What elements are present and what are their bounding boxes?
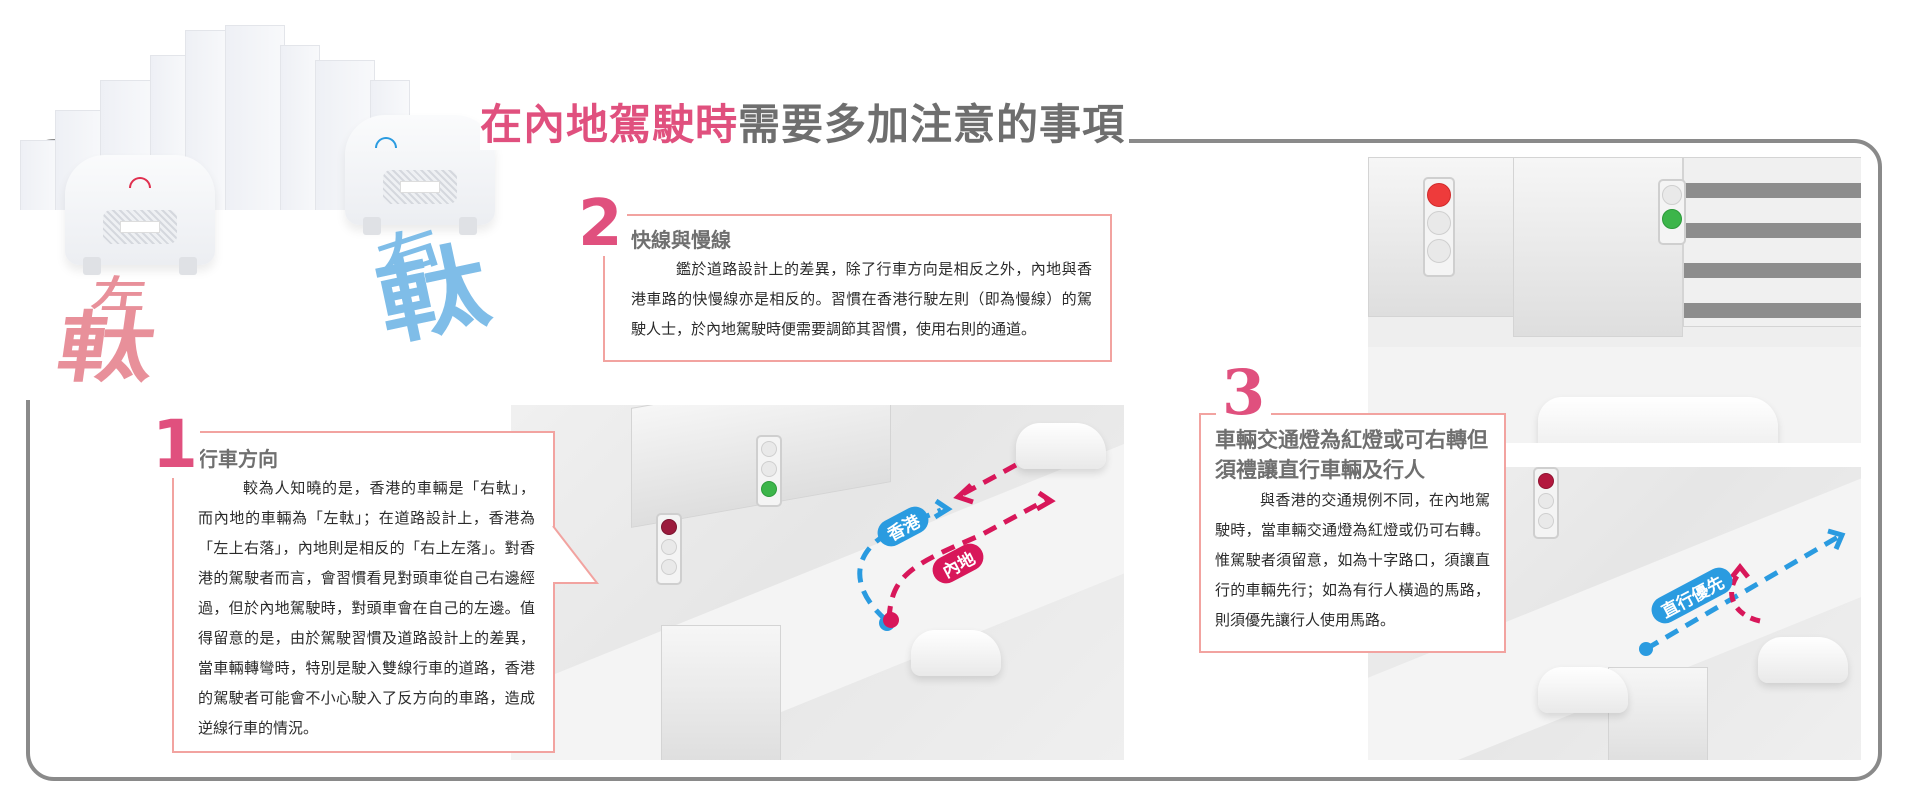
pedestrian-signal-green [1658, 179, 1686, 245]
turning-car [911, 630, 1001, 676]
section-1-body: 較為人知曉的是，香港的車輛是「右軚」，而內地的車輛為「左軚」；在道路設計上，香港… [198, 479, 535, 737]
blue-arc-icon [375, 137, 397, 148]
left-hand-drive-car [65, 155, 215, 275]
section-2-body: 鑑於道路設計上的差異，除了行車方向是相反之外，內地與香港車路的快慢線亦是相反的。… [631, 260, 1092, 338]
section-3-box: 車輛交通燈為紅燈或可右轉但須禮讓直行車輛及行人 與香港的交通規例不同，在內地駕駛… [1199, 413, 1506, 653]
title-accent: 在內地駕駛時 [480, 100, 739, 149]
building [225, 25, 285, 230]
section-3-number: 3 [1216, 362, 1272, 424]
building [661, 625, 781, 760]
section-3-heading: 車輛交通燈為紅燈或可右轉但須禮讓直行車輛及行人 [1215, 428, 1488, 482]
section-1-pointer [552, 525, 600, 584]
right-hand-drive-car [345, 115, 495, 235]
hero-illustration: 左 軚 右 軚 [0, 0, 600, 400]
road-marking-right-char: 軚 [367, 230, 499, 360]
license-plate [400, 181, 440, 193]
car [1538, 397, 1778, 443]
traffic-light-red [1423, 177, 1455, 277]
straight-car [1538, 667, 1628, 713]
section-1-box: 行車方向 較為人知曉的是，香港的車輛是「右軚」，而內地的車輛為「左軚」；在道路設… [172, 431, 555, 753]
wheel [459, 217, 477, 235]
wheel [83, 257, 101, 275]
section-1-number: 1 [150, 406, 200, 483]
building [280, 45, 320, 230]
section-1-heading: 行車方向 [198, 447, 278, 471]
page-title: 在內地駕駛時需要多加注意的事項 [480, 100, 1130, 150]
building [1683, 157, 1861, 327]
traffic-light-red [1533, 467, 1559, 539]
title-rest: 需要多加注意的事項 [738, 100, 1126, 149]
red-light-illustration [1368, 157, 1861, 443]
section-3-body: 與香港的交通規例不同，在內地駕駛時，當車輛交通燈為紅燈或仍可右轉。惟駕駛者須留意… [1215, 491, 1490, 629]
building [1513, 157, 1683, 337]
red-arc-icon [129, 177, 151, 188]
oncoming-car [1016, 423, 1106, 469]
turning-car [1758, 637, 1848, 683]
section-2-heading: 快線與慢線 [631, 228, 731, 252]
wheel [179, 257, 197, 275]
priority-arrows [1639, 528, 1846, 656]
intersection-illustration: 香港 內地 [511, 405, 1124, 760]
section-2-box: 快線與慢線 鑑於道路設計上的差異，除了行車方向是相反之外，內地與香港車路的快慢線… [603, 214, 1112, 362]
section-2-number: 2 [574, 192, 627, 256]
traffic-light-green [756, 435, 782, 507]
license-plate [120, 221, 160, 233]
wheel [363, 217, 381, 235]
road-marking-left-char: 軚 [51, 303, 161, 393]
traffic-light-red [656, 513, 682, 585]
